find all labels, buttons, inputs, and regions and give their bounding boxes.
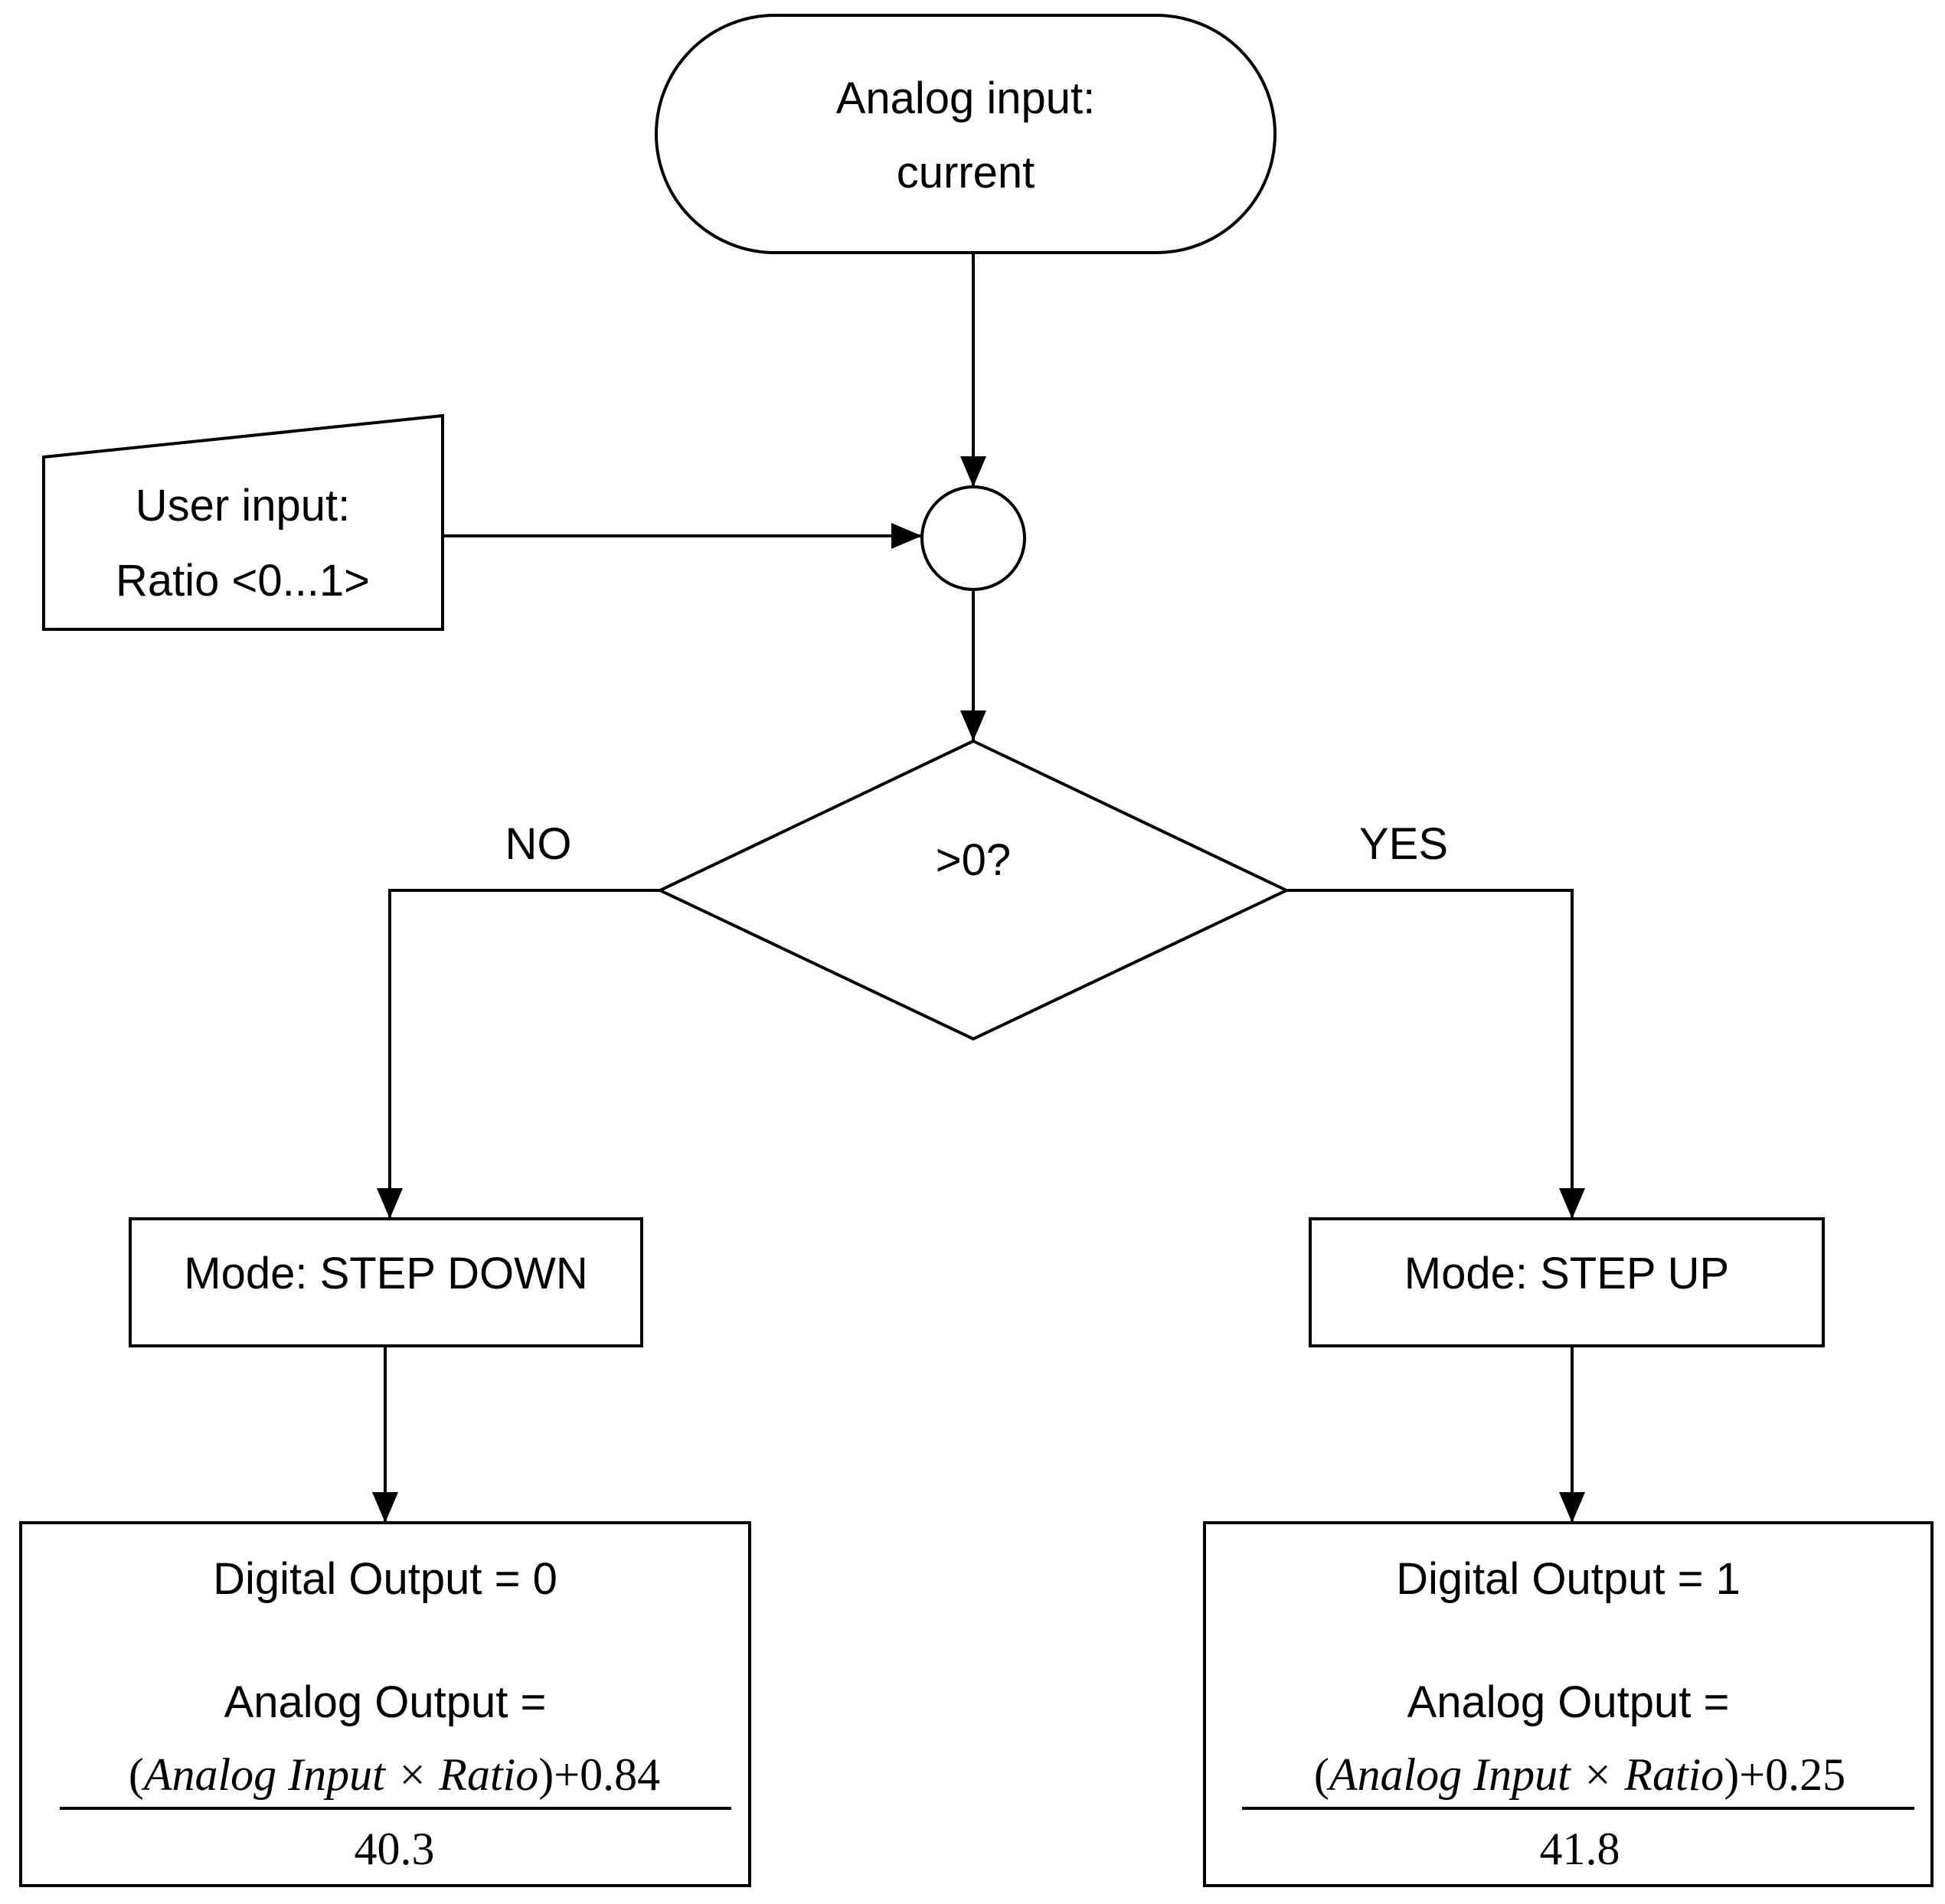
step-down-numerator-expression: Analog Input × Ratio — [141, 1749, 538, 1800]
junction-connector — [920, 485, 1026, 591]
user-input-node: User input: Ratio <0...1> — [42, 413, 444, 631]
user-input-label-line2: Ratio <0...1> — [116, 556, 370, 606]
step-down-formula-denominator: 40.3 — [355, 1824, 435, 1874]
manual-input-shape — [42, 413, 444, 631]
output-step-up-box — [1203, 1521, 1934, 1887]
step-down-analog-label: Analog Output = — [224, 1677, 547, 1727]
start-label-line2: current — [897, 148, 1035, 198]
decision-node: >0? — [656, 739, 1290, 1041]
mode-step-down-box — [129, 1217, 643, 1347]
output-step-down-box — [19, 1521, 751, 1887]
start-label-line1: Analog input: — [836, 73, 1096, 123]
step-up-numerator-open: ( — [1314, 1749, 1329, 1800]
step-up-digital-output: Digital Output = 1 — [1396, 1554, 1741, 1604]
mode-step-down-label: Mode: STEP DOWN — [184, 1249, 588, 1298]
step-down-numerator-close: )+0.84 — [538, 1749, 660, 1800]
user-input-label-line1: User input: — [136, 481, 350, 531]
start-node: Analog input: current — [655, 14, 1277, 254]
branch-label-no: NO — [505, 819, 572, 869]
mode-step-down-node: Mode: STEP DOWN — [129, 1217, 643, 1347]
step-up-formula-numerator: (Analog Input × Ratio)+0.25 — [1314, 1749, 1845, 1800]
step-up-numerator-expression: Analog Input × Ratio — [1326, 1749, 1724, 1800]
mode-step-up-label: Mode: STEP UP — [1404, 1249, 1729, 1298]
decision-label: >0? — [936, 835, 1011, 885]
step-up-formula-denominator: 41.8 — [1540, 1824, 1620, 1874]
step-up-numerator-close: )+0.25 — [1724, 1749, 1845, 1800]
decision-diamond-shape — [656, 739, 1290, 1041]
mode-step-up-box — [1309, 1217, 1825, 1347]
arrow-no-branch — [377, 889, 660, 1219]
output-step-up-node: Digital Output = 1 Analog Output = (Anal… — [1203, 1521, 1934, 1887]
branch-label-yes: YES — [1359, 819, 1448, 869]
start-terminator-shape — [655, 14, 1277, 254]
arrow-yes-branch — [1286, 889, 1585, 1219]
step-down-numerator-open: ( — [129, 1749, 144, 1800]
step-down-formula-numerator: (Analog Input × Ratio)+0.84 — [129, 1749, 660, 1800]
output-step-down-node: Digital Output = 0 Analog Output = (Anal… — [19, 1521, 751, 1887]
mode-step-up-node: Mode: STEP UP — [1309, 1217, 1825, 1347]
step-up-analog-label: Analog Output = — [1407, 1677, 1730, 1727]
step-down-digital-output: Digital Output = 0 — [213, 1554, 557, 1604]
